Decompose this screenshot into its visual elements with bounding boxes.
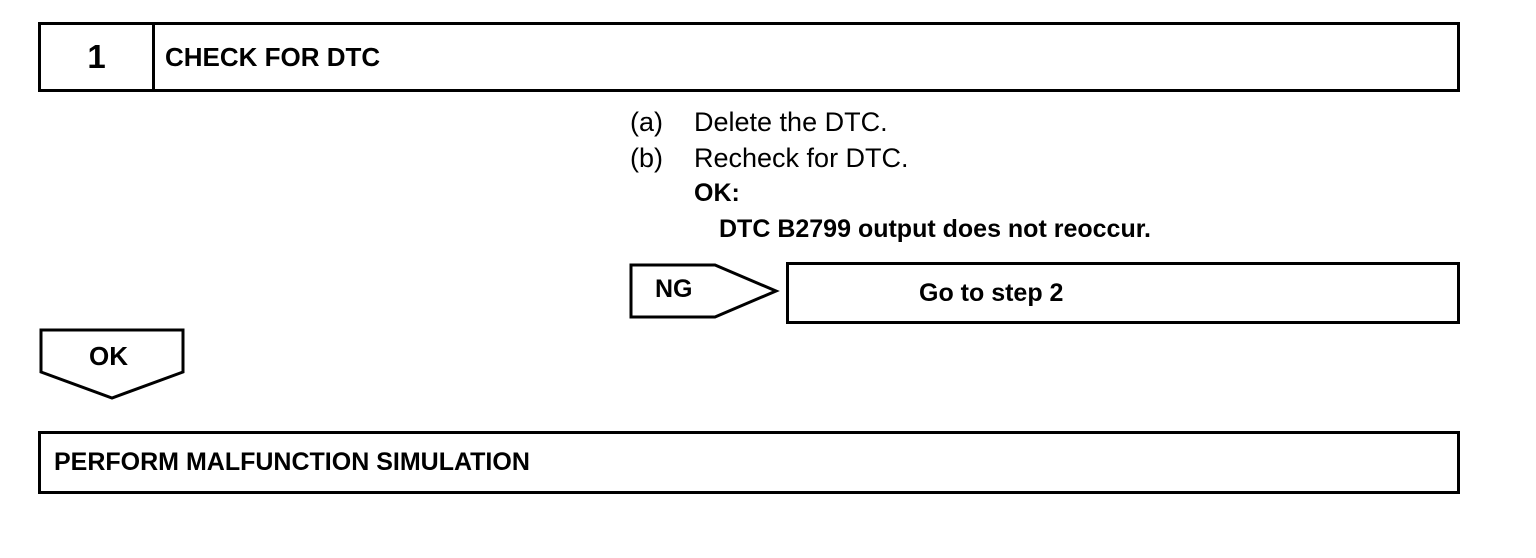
go-to-step-text: Go to step 2 (919, 278, 1064, 307)
instruction-text: Delete the DTC. (694, 107, 888, 137)
step-header: 1 CHECK FOR DTC (38, 22, 1460, 92)
ok-criteria-label: OK: (694, 179, 740, 207)
ok-criteria-result: DTC B2799 output does not reoccur. (719, 215, 1152, 243)
ng-label: NG (655, 275, 693, 303)
next-step-box[interactable]: PERFORM MALFUNCTION SIMULATION (38, 431, 1460, 494)
ng-arrow-icon (629, 263, 780, 319)
go-to-step-box[interactable]: Go to step 2 (786, 262, 1460, 324)
instruction-text: Recheck for DTC. (694, 143, 909, 173)
instruction-marker: (a) (630, 107, 663, 137)
next-step-title: PERFORM MALFUNCTION SIMULATION (54, 448, 530, 476)
ok-down-arrow-icon (39, 328, 185, 400)
step-number: 1 (41, 25, 155, 89)
instruction-marker: (b) (630, 143, 663, 173)
step-title: CHECK FOR DTC (165, 41, 381, 72)
ok-arrow-label: OK (89, 341, 128, 371)
